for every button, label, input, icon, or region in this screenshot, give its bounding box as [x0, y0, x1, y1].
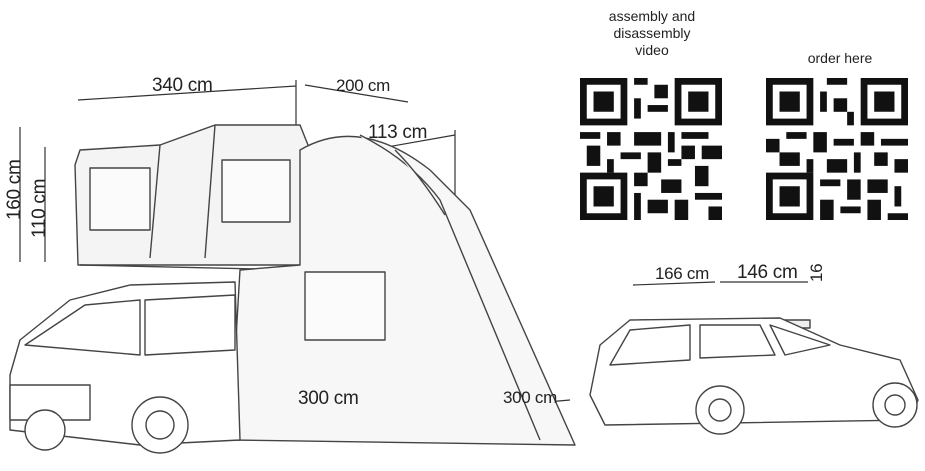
annex-tent — [229, 134, 576, 446]
dimension-car-length-b: 146 cm — [737, 262, 798, 283]
dimension-awning-length: 200 cm — [336, 76, 390, 95]
dimension-floor-depth: 300 cm — [503, 388, 557, 407]
dimension-height-closed: 110 cm — [29, 178, 50, 238]
roof-tent — [74, 124, 311, 271]
qr-caption-order: order here — [807, 50, 873, 66]
qr-code-icon[interactable] — [580, 78, 722, 220]
dimension-car-length-a: 166 cm — [655, 264, 709, 283]
station-wagon — [589, 317, 919, 435]
van — [9, 281, 241, 454]
qr-caption-assembly: assembly and disassembly video — [608, 8, 696, 58]
dimension-floor-width: 300 cm — [298, 388, 359, 409]
dimension-awning-height: 113 cm — [368, 122, 428, 143]
dimension-height-open: 160 cm — [4, 159, 25, 220]
dimension-length: 340 cm — [152, 75, 213, 96]
qr-code-icon[interactable] — [766, 78, 908, 220]
dimension-car-height: 16 — [807, 263, 826, 282]
